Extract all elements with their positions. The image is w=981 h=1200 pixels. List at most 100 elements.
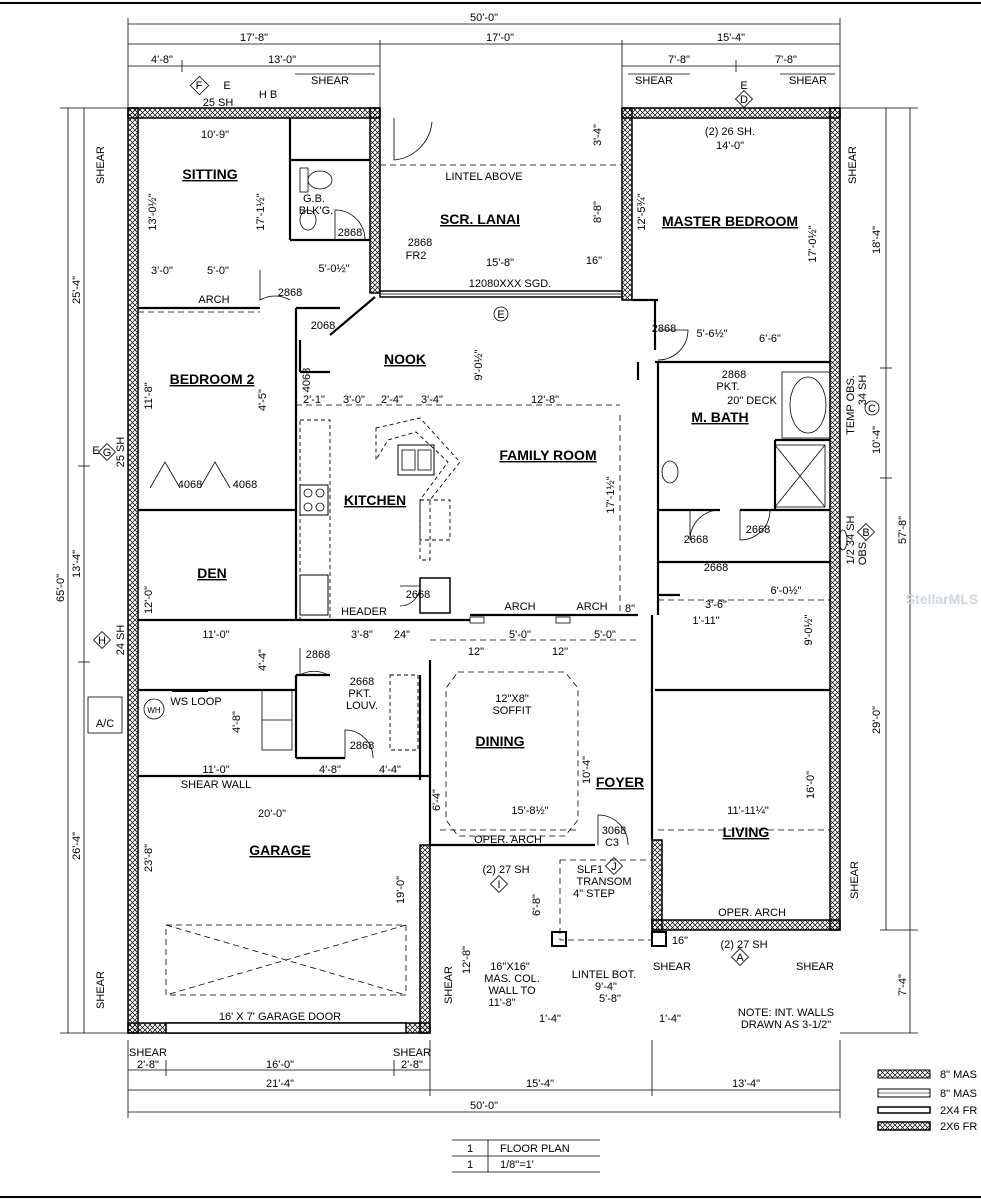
dim-3-0: 3'-0" (343, 394, 365, 406)
arch-label: ARCH (504, 601, 535, 613)
gb-label: G.B. (303, 193, 325, 205)
dim-24: 24" (394, 629, 410, 641)
lintel-bot-label: LINTEL BOT. (572, 969, 636, 981)
title-name: FLOOR PLAN (500, 1143, 570, 1155)
door-2868-label: 2868 (408, 237, 432, 249)
kitchen-cabinets (299, 417, 461, 621)
door-2868-label: 2868 (652, 323, 676, 335)
arch-label: ARCH (198, 294, 229, 306)
door-2068-label: 2068 (311, 320, 335, 332)
soffit-size-label: 12"X8" (495, 693, 529, 705)
dim-12-8: 12'-8" (461, 946, 473, 974)
shear-label: SHEAR (95, 146, 107, 184)
left-dimension-lines (60, 107, 128, 1034)
legend-label: 2X6 FR (940, 1121, 977, 1133)
room-kitchen: KITCHEN (344, 492, 406, 508)
marker-e: E (497, 309, 504, 321)
dim-2-1: 2'-1" (303, 394, 325, 406)
shear-label: SHEAR (653, 961, 691, 973)
dim-4-4b: 4'-4" (257, 649, 269, 671)
entry-porch (559, 859, 653, 941)
room-sitting: SITTING (182, 166, 237, 182)
int-walls-note: NOTE: INT. WALLS (738, 1007, 834, 1019)
top-seg3-dim: 15'-4" (717, 32, 745, 44)
shear-label: SHEAR (796, 961, 834, 973)
door-2668-label: 2668 (350, 676, 374, 688)
dim-2-4: 2'-4" (381, 394, 403, 406)
dim-5-0-5: 5'-0½" (318, 263, 349, 275)
dim-9-0h: 9'-0½" (803, 614, 815, 645)
room-living: LIVING (723, 824, 770, 840)
door-2668-label: 2668 (684, 534, 708, 546)
dim-mbath-height: 17'-1½" (255, 193, 267, 230)
dim-6-6: 6'-6" (759, 333, 781, 345)
dim-living-height: 16'-0" (805, 771, 817, 799)
dim-3-4: 3'-4" (592, 124, 604, 146)
door-3068-label: 3068 (602, 825, 626, 837)
shear-label: SHEAR (129, 1047, 167, 1059)
marker-e: E (223, 80, 230, 92)
dim-garage-height: 23'-8" (143, 844, 155, 872)
window-sh24-label: 24 SH (115, 625, 127, 656)
right-r1-dim: 18'-4" (871, 226, 883, 254)
door-2668-label: 2668 (704, 562, 728, 574)
left-mid-dim: 13'-4" (71, 550, 83, 578)
top-sub4-dim: 7'-8" (775, 54, 797, 66)
bottom-g1-dim: 2'-8" (137, 1059, 159, 1071)
dim-master-height: 17'-0½" (807, 225, 819, 262)
dim-6-8: 6'-8" (531, 894, 543, 916)
dim-master-width: 14'-0" (716, 140, 744, 152)
door-4068-label: 4068 (301, 368, 313, 392)
temp-obs-label: TEMP OBS. (845, 375, 857, 435)
dim-ws-width: 11'-0" (202, 764, 229, 776)
room-master-bedroom: MASTER BEDROOM (662, 213, 798, 229)
right-r3-dim: 29'-0" (871, 706, 883, 734)
right-overall-dim: 57'-8" (897, 516, 909, 544)
dim-3-6: 3'-6" (705, 599, 727, 611)
top-sub1-dim: 4'-8" (151, 54, 173, 66)
dim-family-width: 12'-8" (531, 394, 559, 406)
sh34-label: 34 SH (857, 375, 869, 406)
shear-wall-label: SHEAR WALL (181, 779, 252, 791)
pkt-label: PKT. (348, 688, 371, 700)
lintel-above-label: LINTEL ABOVE (445, 171, 522, 183)
wall-to-label: WALL TO (488, 985, 536, 997)
door-2868-label: 2868 (306, 649, 330, 661)
top-sub2-dim: 13'-0" (268, 54, 296, 66)
entry-column (551, 931, 567, 947)
dim-12-5q: 12'-5¾" (636, 193, 648, 230)
arch-label: ARCH (576, 601, 607, 613)
section-markers: F E E D E E G H C B I J A (92, 75, 880, 967)
right-r4-dim: 7'-4" (897, 974, 909, 996)
door-swings (149, 209, 771, 846)
dim-8: 8" (625, 603, 635, 615)
bottom-g2-dim: 16'-0" (266, 1059, 294, 1071)
column-label: MAS. COL. (484, 973, 540, 985)
lanai-door-swing (393, 118, 433, 161)
bottom-b1-dim: 21'-4" (266, 1078, 294, 1090)
bath-fixtures (299, 167, 848, 551)
top-sub3-dim: 7'-8" (668, 54, 690, 66)
arch-openings (138, 311, 830, 831)
shear-label: SHEAR (95, 971, 107, 1009)
ac-label: A/C (96, 718, 114, 730)
hose-bib-label: H B (259, 89, 277, 101)
shear-label: SHEAR (789, 75, 827, 87)
marker-a: A (736, 952, 744, 964)
title-block: 1 FLOOR PLAN 1 1/8"=1' (467, 1143, 570, 1171)
shear-label: SHEAR (847, 146, 859, 184)
bottom-b2-dim: 15'-4" (526, 1078, 554, 1090)
dim-sitting-width: 10'-9" (201, 129, 229, 141)
water-heater-label: WH (147, 706, 161, 715)
room-den: DEN (197, 565, 227, 581)
obs-label: OBS. (857, 539, 869, 565)
left-top-dim: 25'-4" (71, 276, 83, 304)
marker-c: C (868, 403, 876, 415)
dim-5-0a: 5'-0" (509, 629, 531, 641)
window-sh25-label: 25 SH (203, 97, 234, 109)
watermark: StellarMLS (906, 591, 978, 607)
dim-12b: 12" (552, 646, 568, 658)
dim-6-4: 6'-4" (431, 789, 443, 811)
top-seg2-dim: 17'-0" (486, 32, 514, 44)
